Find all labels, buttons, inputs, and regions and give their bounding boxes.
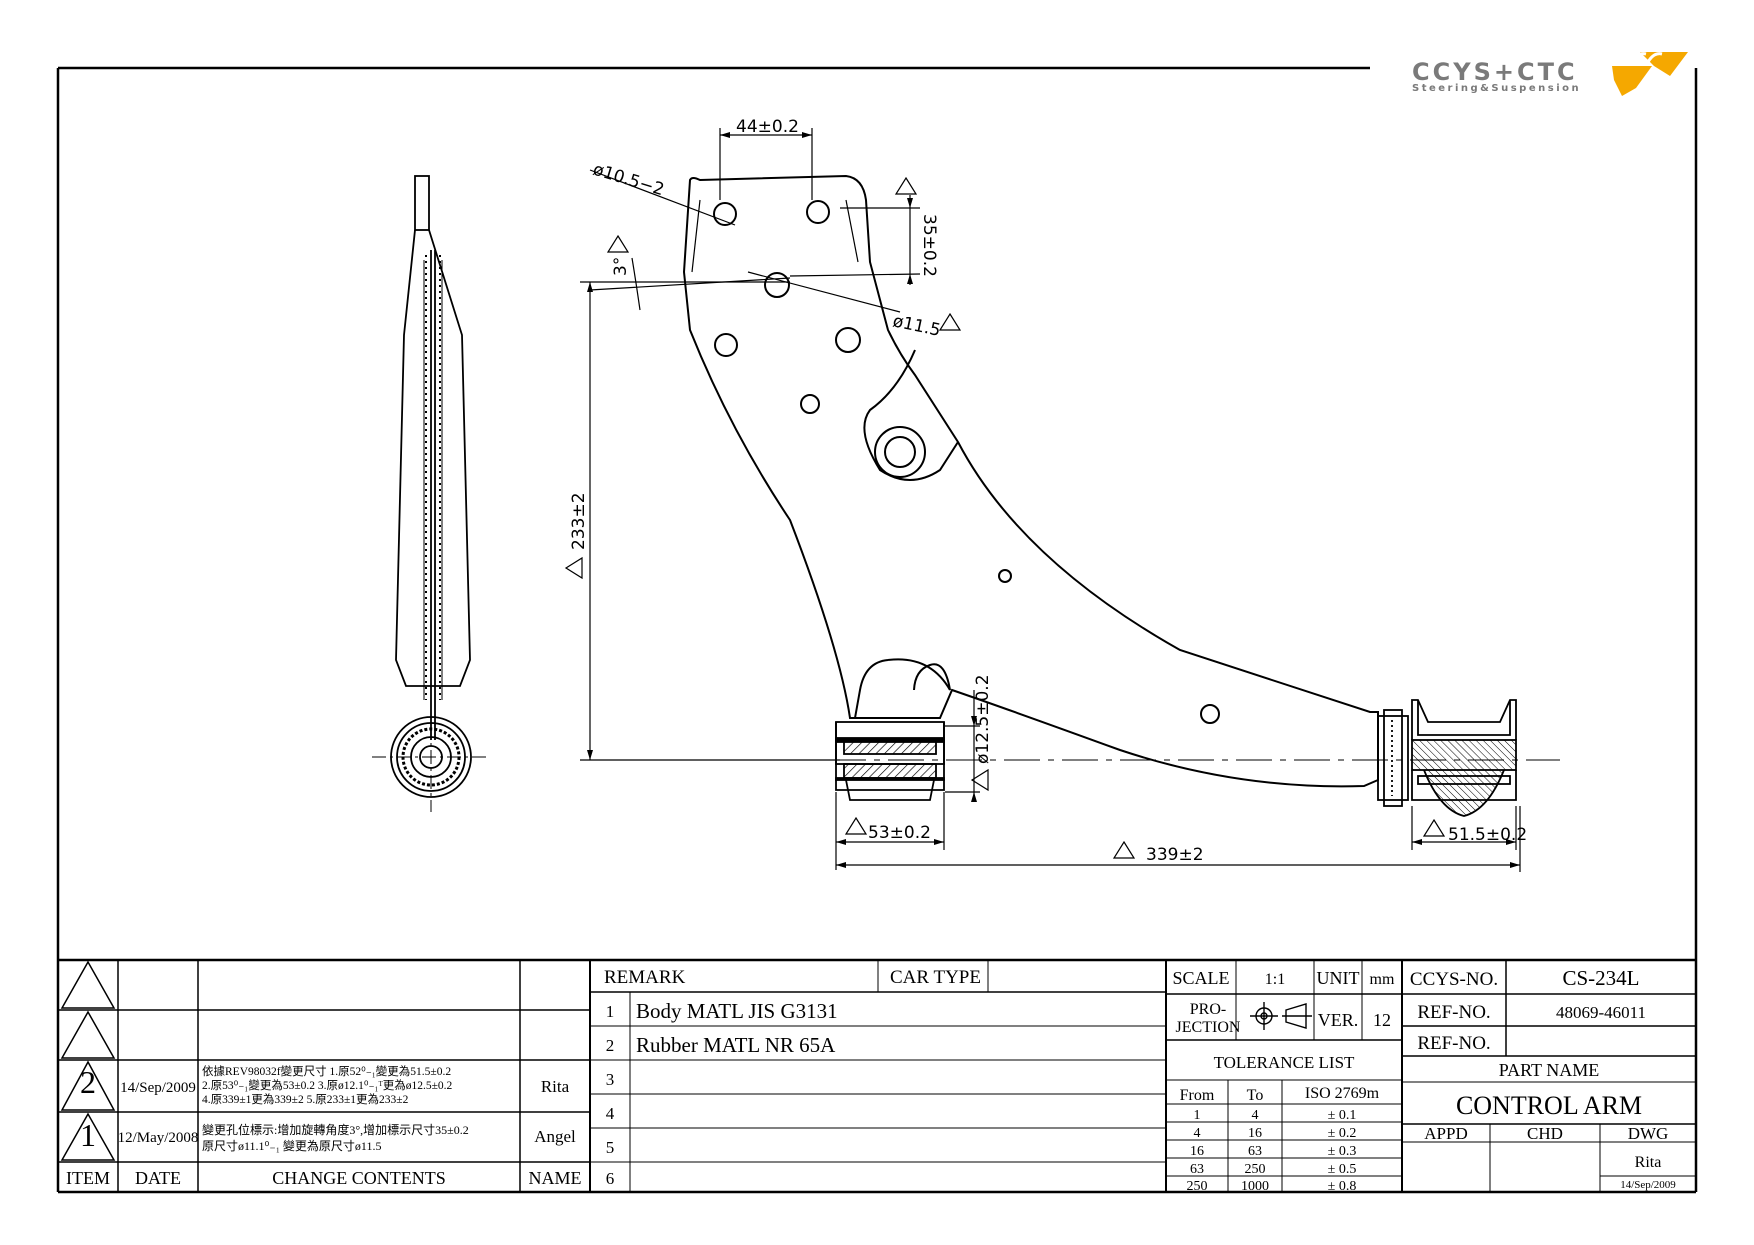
dim-51-5: 51.5±0.2 — [1448, 825, 1527, 845]
tol-from-5: 250 — [1187, 1179, 1208, 1194]
dim-dia-10-5: ø10.5−2 — [591, 160, 667, 201]
logo-emblem-icon — [1612, 66, 1652, 96]
unit-label: UNIT — [1317, 968, 1360, 988]
revision-markers — [564, 176, 1446, 859]
scale-label: SCALE — [1172, 968, 1229, 988]
dim-dia-12-5: ø12.5±0.2 — [973, 674, 993, 764]
rev-change-2-line2: 2.原53⁰₋₁變更為53±0.2 3.原ø12.1⁰₋₁ᵀ更為ø12.5±0.… — [202, 1078, 453, 1092]
spec-block-text: SCALE 1:1 UNIT mm PRO- JECTION VER. 12 T… — [1172, 968, 1395, 1194]
dim-3-deg: 3° — [611, 257, 631, 276]
dim-dia-11-5: ø11.5 — [891, 311, 942, 341]
ref-no-label-2: REF-NO. — [1417, 1033, 1490, 1054]
remark-no-4: 4 — [606, 1104, 615, 1123]
tol-to-5: 1000 — [1241, 1179, 1269, 1194]
header-item: ITEM — [66, 1168, 110, 1188]
rev-name-1: Angel — [534, 1127, 576, 1146]
remark-no-2: 2 — [606, 1036, 615, 1055]
remark-no-1: 1 — [606, 1002, 615, 1021]
logo-tagline: Steering&Suspension — [1412, 83, 1581, 94]
remarks-text: REMARK CAR TYPE 1 Body MATL JIS G3131 2 … — [604, 967, 981, 1188]
rev-date-1: 12/May/2008 — [118, 1130, 199, 1146]
remark-no-6: 6 — [606, 1169, 615, 1188]
projection-symbol-icon — [1250, 1002, 1312, 1030]
rev-date-2: 14/Sep/2009 — [120, 1080, 196, 1096]
rev-change-2-line1: 依據REV98032f變更尺寸 1.原52⁰₋₁變更為51.5±0.2 — [202, 1064, 451, 1078]
dim-233: 233±2 — [569, 492, 589, 550]
tol-value-3: ± 0.3 — [1328, 1144, 1357, 1159]
tol-to-1: 4 — [1252, 1108, 1259, 1123]
dim-35: 35±0.2 — [919, 214, 939, 277]
tol-from-2: 4 — [1194, 1126, 1201, 1141]
tol-to-2: 16 — [1248, 1126, 1262, 1141]
tol-value-4: ± 0.5 — [1328, 1162, 1357, 1177]
ref-no-label-1: REF-NO. — [1417, 1002, 1490, 1023]
drawing-border — [56, 66, 1698, 1194]
dwg-label: DWG — [1628, 1124, 1669, 1143]
projection-label-1: PRO- — [1190, 1001, 1226, 1018]
tol-value-5: ± 0.8 — [1328, 1179, 1357, 1194]
tol-to-4: 250 — [1245, 1162, 1266, 1177]
ccys-no-value: CS-234L — [1562, 966, 1639, 990]
scale-value: 1:1 — [1265, 971, 1285, 988]
remark-header: REMARK — [604, 967, 686, 988]
remark-text-2: Rubber MATL NR 65A — [636, 1033, 836, 1057]
company-logo: CCYS+CTC Steering&Suspension — [1412, 52, 1688, 96]
revision-table-text: 2 1 14/Sep/2009 12/May/2008 依據REV98032f變… — [66, 1064, 582, 1188]
part-name-label: PART NAME — [1499, 1060, 1599, 1080]
ccys-no-label: CCYS-NO. — [1410, 969, 1498, 990]
dim-339: 339±2 — [1146, 845, 1204, 865]
control-arm-plan-view — [682, 174, 1379, 788]
header-date: DATE — [135, 1168, 181, 1188]
tol-header-iso: ISO 2769m — [1305, 1085, 1380, 1102]
title-block-text: CCYS-NO. CS-234L REF-NO. 48069-46011 REF… — [1410, 966, 1676, 1191]
header-name: NAME — [529, 1168, 582, 1188]
tol-value-2: ± 0.2 — [1328, 1126, 1357, 1141]
title-block-grid — [58, 958, 1696, 1192]
rear-bushing-section — [1377, 699, 1517, 817]
appd-label: APPD — [1424, 1124, 1467, 1143]
tol-header-from: From — [1180, 1087, 1215, 1104]
tolerance-title: TOLERANCE LIST — [1214, 1053, 1355, 1072]
rev-change-1-line1: 變更孔位標示:增加旋轉角度3°,增加標示尺寸35±0.2 — [202, 1122, 469, 1137]
unit-value: mm — [1370, 971, 1395, 988]
rev-item-2: 2 — [80, 1064, 96, 1100]
header-change-contents: CHANGE CONTENTS — [272, 1168, 446, 1188]
rev-name-2: Rita — [541, 1077, 570, 1096]
rev-item-1: 1 — [80, 1117, 96, 1153]
dwg-date: 14/Sep/2009 — [1620, 1179, 1676, 1191]
tol-from-3: 16 — [1190, 1144, 1204, 1159]
dim-53: 53±0.2 — [868, 823, 931, 843]
tol-header-to: To — [1247, 1087, 1264, 1104]
remark-no-5: 5 — [606, 1138, 615, 1157]
ver-label: VER. — [1318, 1010, 1359, 1030]
rev-change-2-line3: 4.原339±1更為339±2 5.原233±1更為233±2 — [202, 1092, 409, 1106]
chd-label: CHD — [1527, 1124, 1563, 1143]
logo-brand-text: CCYS+CTC — [1412, 58, 1578, 86]
car-type-label: CAR TYPE — [890, 967, 981, 988]
ver-value: 12 — [1373, 1010, 1391, 1030]
part-name: CONTROL ARM — [1456, 1091, 1642, 1120]
tol-value-1: ± 0.1 — [1328, 1108, 1357, 1123]
front-bushing-section — [835, 721, 945, 801]
side-view — [372, 175, 490, 812]
remark-no-3: 3 — [606, 1070, 615, 1089]
projection-label-2: JECTION — [1176, 1019, 1241, 1036]
dim-44: 44±0.2 — [736, 117, 799, 137]
tol-to-3: 63 — [1248, 1144, 1262, 1159]
dwg-name: Rita — [1635, 1154, 1662, 1171]
dimension-arrowheads — [587, 132, 1520, 868]
tol-from-1: 1 — [1194, 1108, 1201, 1123]
remark-text-1: Body MATL JIS G3131 — [636, 999, 838, 1023]
tol-from-4: 63 — [1190, 1162, 1204, 1177]
ref-no-value-1: 48069-46011 — [1556, 1003, 1646, 1022]
rev-change-1-line2: 原尺寸ø11.1⁰₋₁ 變更為原尺寸ø11.5 — [202, 1138, 381, 1153]
